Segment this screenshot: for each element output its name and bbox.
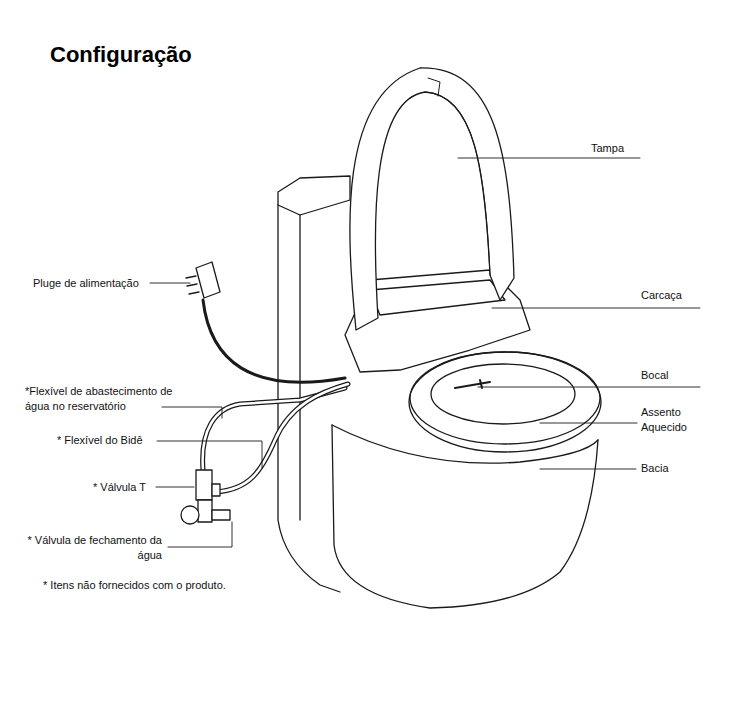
leader-line [540, 423, 637, 424]
shutoff-valve [198, 500, 212, 522]
plug [196, 262, 220, 298]
part-label: * Válvula de fechamento da água [18, 533, 162, 563]
bowl [332, 425, 598, 608]
tank-hose-inner [203, 388, 345, 470]
part-label: *Flexível de abastecimento de água no re… [25, 384, 175, 414]
wall-pipe [212, 510, 230, 520]
part-label: * Itens não fornecidos com o produto. [43, 578, 226, 593]
leader-line [162, 407, 222, 418]
part-label: * Válvula T [93, 480, 146, 495]
leader-line [478, 387, 700, 388]
part-label: Bacia [641, 461, 669, 476]
leader-lines [150, 158, 700, 547]
leader-line [156, 487, 194, 488]
t-valve-outlet [212, 484, 220, 496]
part-label: Pluge de alimentação [33, 276, 139, 291]
seat-edge [409, 352, 601, 452]
tank-hose [203, 388, 345, 470]
seat-opening [431, 364, 575, 424]
plug-pins [186, 276, 199, 294]
part-label: Tampa [591, 141, 624, 156]
lid [350, 68, 514, 330]
part-label: Carcaça [641, 288, 682, 303]
leader-line [540, 469, 636, 470]
leader-line [458, 158, 640, 159]
bidet-hose [215, 384, 348, 492]
housing-top [370, 280, 505, 315]
leader-line [492, 308, 700, 309]
lid-hinge [428, 78, 440, 96]
tank-top [278, 176, 350, 215]
title: Configuração [50, 42, 192, 68]
part-label: Bocal [641, 368, 669, 383]
lid-inner [425, 92, 490, 275]
part-label: Assento Aquecido [641, 405, 703, 435]
leader-line [168, 522, 232, 547]
shutoff-handle [181, 506, 199, 524]
t-valve [196, 470, 212, 500]
power-cord [203, 300, 345, 382]
part-label: * Flexível do Bidê [57, 433, 143, 448]
leader-line [157, 441, 262, 468]
tank-edge [299, 215, 300, 520]
bidet-hose-inner [215, 384, 348, 492]
leader-line [150, 283, 190, 284]
